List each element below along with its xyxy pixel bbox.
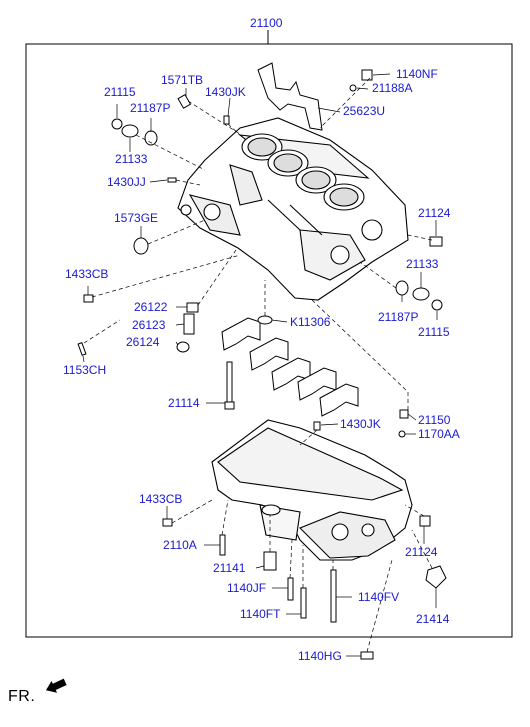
pin-1430JJ xyxy=(167,177,177,183)
cylinder-block[interactable] xyxy=(177,117,409,301)
dowel-21124-r xyxy=(429,236,443,247)
part-label-21414[interactable]: 21414 xyxy=(416,612,450,626)
bolt-1140HG xyxy=(360,651,374,660)
plug-1571TB xyxy=(177,93,192,109)
plug-26124 xyxy=(176,341,190,353)
part-label-1573GE[interactable]: 1573GE xyxy=(114,211,159,225)
plug-21115-r xyxy=(431,299,443,311)
part-label-21115-r[interactable]: 21115 xyxy=(418,325,450,339)
part-label-1433CB-b[interactable]: 1433CB xyxy=(139,492,183,506)
part-label-1430JK-m[interactable]: 1430JK xyxy=(340,417,381,431)
part-label-1571TB[interactable]: 1571TB xyxy=(161,73,204,87)
part-label-25623U[interactable]: 25623U xyxy=(343,104,386,118)
bolt-1140NF xyxy=(361,69,373,81)
assembly-title: 21100 xyxy=(250,16,283,30)
plug-21115-tl xyxy=(111,118,123,130)
part-label-21150[interactable]: 21150 xyxy=(418,413,451,427)
bolt-21114 xyxy=(226,361,233,405)
plug-21133-tl xyxy=(121,124,139,138)
part-label-21133-r[interactable]: 21133 xyxy=(406,257,439,271)
seal-1573GE xyxy=(133,237,149,255)
part-label-K11306[interactable]: K11306 xyxy=(290,315,331,329)
part-label-1430JK-t[interactable]: 1430JK xyxy=(205,85,246,99)
pin-1430JK-m xyxy=(313,421,321,431)
seal-K11306 xyxy=(257,315,273,325)
dowel-1433CB-b xyxy=(162,518,173,527)
part-label-26124[interactable]: 26124 xyxy=(126,335,160,349)
part-label-1433CB-l[interactable]: 1433CB xyxy=(65,267,109,281)
part-label-21187P-tl[interactable]: 21187P xyxy=(130,101,171,115)
part-label-1140FT[interactable]: 1140FT xyxy=(240,607,281,621)
diagram-frame xyxy=(25,43,513,638)
part-label-1140NF[interactable]: 1140NF xyxy=(396,67,438,81)
pin-1430JK-t xyxy=(223,115,230,125)
bolt-1140FV xyxy=(330,569,337,623)
oil-pan[interactable] xyxy=(211,419,413,561)
bracket-21414 xyxy=(425,565,447,589)
part-label-1153CH[interactable]: 1153CH xyxy=(63,363,107,377)
part-label-1140JF[interactable]: 1140JF xyxy=(227,581,267,595)
seal-21187P-r xyxy=(395,280,409,296)
part-label-1140HG[interactable]: 1140HG xyxy=(298,649,342,663)
part-label-1140FV[interactable]: 1140FV xyxy=(358,590,400,604)
piston-jet-26122 xyxy=(186,302,199,313)
bolt-1140JF xyxy=(287,577,294,601)
assembly-dash-lines xyxy=(83,77,433,653)
part-label-21141[interactable]: 21141 xyxy=(213,561,246,575)
part-label-21187P-r[interactable]: 21187P xyxy=(378,310,419,324)
part-label-21188A[interactable]: 21188A xyxy=(372,81,413,95)
strainer-21141 xyxy=(263,551,277,571)
spring-26123 xyxy=(183,313,195,335)
plug-21133-r xyxy=(412,287,430,301)
bolt-1170AA xyxy=(398,430,406,438)
part-label-2110A[interactable]: 2110A xyxy=(163,538,197,552)
part-label-21114[interactable]: 21114 xyxy=(168,396,200,410)
part-label-21133-tl[interactable]: 21133 xyxy=(115,152,148,166)
washer-21188A xyxy=(349,84,357,92)
part-label-26123[interactable]: 26123 xyxy=(132,318,166,332)
pin-1153CH xyxy=(77,342,87,356)
bolt-1140FT xyxy=(300,587,307,619)
front-direction-arrow xyxy=(45,678,67,693)
part-label-21115-tl[interactable]: 21115 xyxy=(104,85,136,99)
part-label-26122[interactable]: 26122 xyxy=(134,300,168,314)
part-label-1170AA[interactable]: 1170AA xyxy=(418,427,460,441)
part-label-21124-r[interactable]: 21124 xyxy=(418,206,451,220)
main-bearing-caps[interactable] xyxy=(221,317,359,417)
dowel-1433CB-l xyxy=(83,294,94,303)
part-label-1430JJ[interactable]: 1430JJ xyxy=(107,175,146,189)
dowel-21124-b xyxy=(419,515,431,527)
rear-cover-25623U[interactable] xyxy=(257,62,323,131)
leader-lines xyxy=(82,73,438,657)
bolt-2110A xyxy=(219,534,226,556)
part-label-21124-b[interactable]: 21124 xyxy=(405,545,438,559)
front-orientation-label: FR. xyxy=(8,688,36,705)
sensor-21150 xyxy=(399,409,409,419)
